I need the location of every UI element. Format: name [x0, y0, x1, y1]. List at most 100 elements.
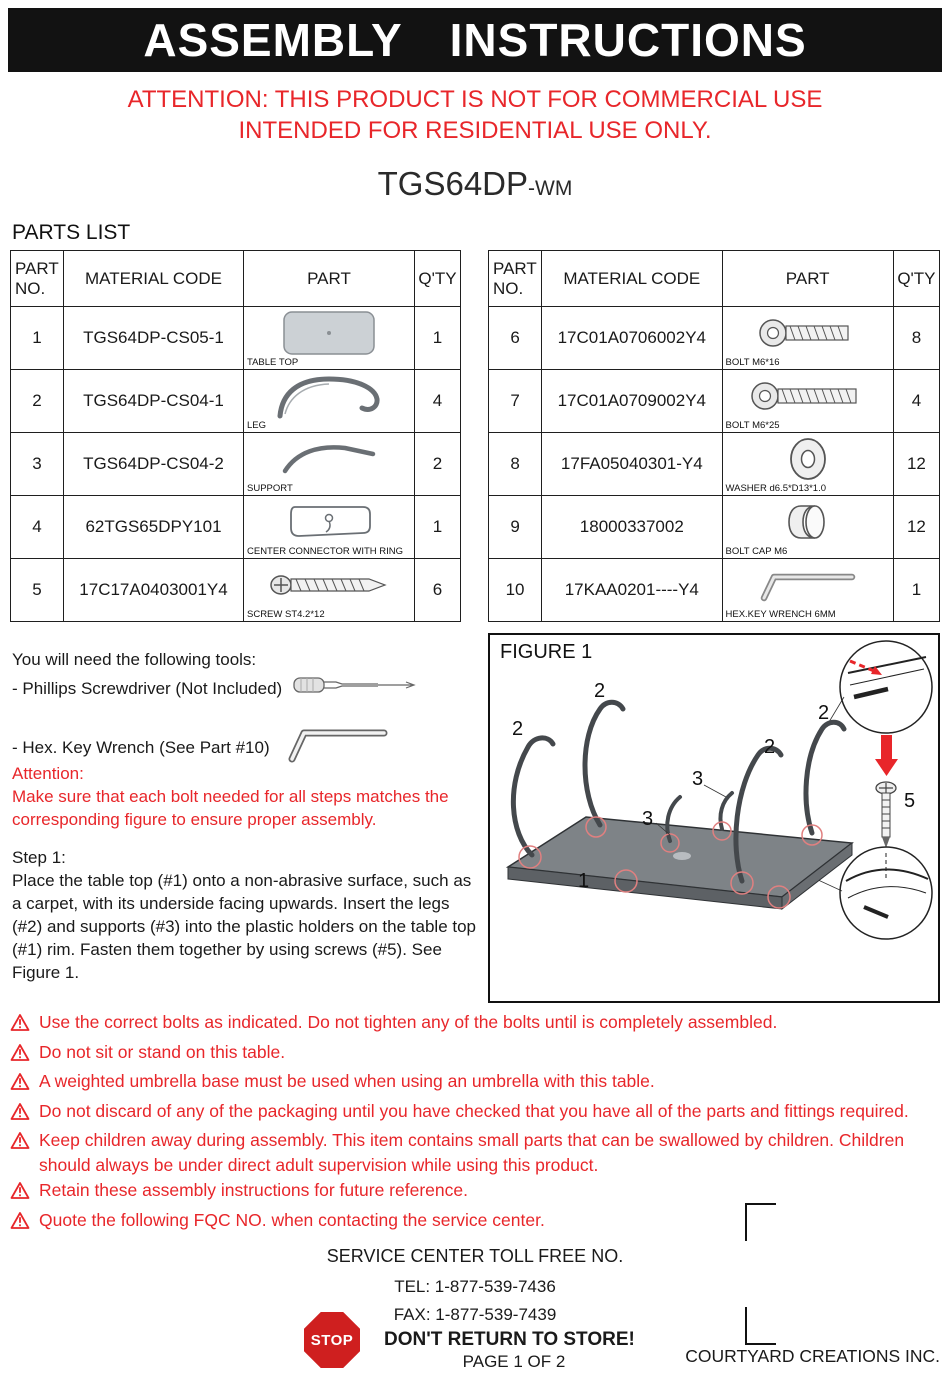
material-code: 17C01A0706002Y4	[541, 306, 723, 370]
leg-icon	[245, 371, 414, 432]
warning-text: Use the correct bolts as indicated. Do n…	[39, 1012, 778, 1032]
screw-icon	[245, 560, 414, 621]
step1-text: Place the table top (#1) onto a non-abra…	[12, 871, 477, 982]
part-label: BOLT CAP M6	[725, 546, 788, 557]
part-no: 1	[10, 306, 64, 370]
col-part: PART	[243, 250, 415, 307]
warning-item: Use the correct bolts as indicated. Do n…	[10, 1010, 944, 1039]
part-qty: 4	[414, 369, 461, 433]
hex-wrench-label: - Hex. Key Wrench (See Part #10)	[12, 737, 270, 757]
table-header-row: PART NO. MATERIAL CODE PART Q'TY	[10, 250, 461, 307]
bolt-m6x25-icon	[723, 371, 892, 432]
part-no: 9	[487, 495, 543, 559]
service-fax: FAX: 1-877-539-7439	[393, 1305, 557, 1324]
part-qty: 8	[892, 306, 941, 370]
warning-item: Do not sit or stand on this table.	[10, 1040, 944, 1069]
step1-section: Step 1: Place the table top (#1) onto a …	[12, 846, 478, 984]
crop-mark-top	[745, 1203, 776, 1241]
figure-label-leg: 2	[818, 702, 829, 724]
col-qty: Q'TY	[892, 250, 941, 307]
warnings-list: Use the correct bolts as indicated. Do n…	[10, 1010, 944, 1237]
part-label: LEG	[247, 420, 267, 431]
part-label: SUPPORT	[247, 483, 293, 494]
company-name: COURTYARD CREATIONS INC.	[685, 1346, 940, 1366]
part-no: 10	[487, 558, 543, 622]
material-code: 18000337002	[541, 495, 723, 559]
bolt-m6x16-icon	[723, 308, 892, 369]
material-code: TGS64DP-CS05-1	[63, 306, 244, 370]
tools-intro: You will need the following tools:	[12, 650, 257, 669]
warning-item: Do not discard of any of the packaging u…	[10, 1099, 944, 1128]
center-connector-icon	[245, 497, 414, 558]
part-label: SCREW ST4.2*12	[247, 609, 325, 620]
warning-triangle-icon	[10, 1128, 32, 1157]
material-code: 17C01A0709002Y4	[541, 369, 723, 433]
col-material-code: MATERIAL CODE	[63, 250, 244, 307]
part-qty: 1	[892, 558, 941, 622]
parts-table-right: PART NO. MATERIAL CODE PART Q'TY 6 17C01…	[487, 250, 941, 622]
warning-triangle-icon	[10, 1010, 32, 1039]
table-row: 3 TGS64DP-CS04-2 SUPPORT 2	[10, 432, 461, 496]
warning-text: Quote the following FQC NO. when contact…	[39, 1209, 545, 1230]
figure-label-leg: 2	[764, 736, 775, 758]
model-code: TGS64DP	[377, 165, 529, 202]
figure-label-table-top: 1	[578, 870, 589, 892]
crop-mark-bottom	[745, 1307, 776, 1345]
part-label: TABLE TOP	[247, 357, 299, 368]
warning-triangle-icon	[10, 1069, 32, 1098]
col-part-no: PART NO.	[10, 250, 64, 307]
figure-table-top	[505, 816, 854, 911]
warning-item: Retain these assembly instructions for f…	[10, 1178, 944, 1207]
phillips-screwdriver-label: - Phillips Screwdriver (Not Included)	[12, 678, 283, 698]
attention-note: Attention: Make sure that each bolt need…	[12, 762, 472, 831]
part-label: WASHER d6.5*D13*1.0	[725, 483, 827, 494]
bolt-cap-icon	[723, 497, 892, 558]
part-label: CENTER CONNECTOR WITH RING	[247, 546, 404, 557]
figure-1-drawing: 2 2 2 2 3 3 1 5	[505, 640, 933, 940]
service-tel: TEL: 1-877-539-7436	[394, 1277, 556, 1296]
col-material-code: MATERIAL CODE	[541, 250, 723, 307]
title-banner: ASSEMBLY INSTRUCTIONS	[8, 8, 942, 72]
page-title: ASSEMBLY INSTRUCTIONS	[143, 14, 807, 66]
figure-screw-icon	[875, 781, 897, 848]
part-no: 4	[10, 495, 64, 559]
stop-sign-label: STOP	[310, 1331, 354, 1349]
table-row: 10 17KAA0201----Y4 HEX.KEY WRENCH 6MM 1	[487, 558, 941, 622]
material-code: 17C17A0403001Y4	[63, 558, 244, 622]
col-part-no: PART NO.	[487, 250, 543, 307]
part-no: 8	[487, 432, 543, 496]
material-code: 17KAA0201----Y4	[541, 558, 723, 622]
part-no: 7	[487, 369, 543, 433]
model-suffix: -WM	[528, 177, 573, 200]
warning-triangle-icon	[10, 1099, 32, 1128]
commercial-use-attention: ATTENTION: THIS PRODUCT IS NOT FOR COMME…	[0, 84, 950, 146]
warning-triangle-icon	[10, 1040, 32, 1069]
tools-section: You will need the following tools: - Phi…	[12, 648, 484, 771]
table-row: 9 18000337002 BOLT CAP M6 12	[487, 495, 941, 559]
table-row: 2 TGS64DP-CS04-1 LEG 4	[10, 369, 461, 433]
part-qty: 1	[414, 495, 461, 559]
warning-item: Keep children away during assembly. This…	[10, 1128, 944, 1177]
material-code: 17FA05040301-Y4	[541, 432, 723, 496]
warning-triangle-icon	[10, 1208, 32, 1237]
service-center-label: SERVICE CENTER TOLL FREE NO.	[326, 1246, 624, 1266]
warning-text: Keep children away during assembly. This…	[39, 1130, 905, 1175]
part-label: BOLT M6*16	[725, 357, 780, 368]
figure-label-support: 3	[692, 768, 703, 790]
dont-return-label: DON'T RETURN TO STORE!	[384, 1329, 635, 1350]
support-icon	[245, 434, 414, 495]
figure-1-title: FIGURE 1	[500, 641, 593, 663]
model-number: TGS64DP-WM	[0, 165, 950, 203]
material-code: TGS64DP-CS04-2	[63, 432, 244, 496]
page-number: PAGE 1 OF 2	[462, 1352, 566, 1371]
figure-label-screw: 5	[904, 790, 915, 812]
figure-label-support: 3	[642, 808, 653, 830]
table-row: 1 TGS64DP-CS05-1 TABLE TOP 1	[10, 306, 461, 370]
hex-key-wrench-icon	[723, 560, 892, 621]
stop-sign-icon: STOP	[304, 1312, 360, 1368]
table-row: 6 17C01A0706002Y4 BOLT M6*16 8	[487, 306, 941, 370]
figure-legs	[510, 699, 847, 884]
part-no: 3	[10, 432, 64, 496]
material-code: 62TGS65DPY101	[63, 495, 244, 559]
washer-icon	[723, 434, 892, 495]
